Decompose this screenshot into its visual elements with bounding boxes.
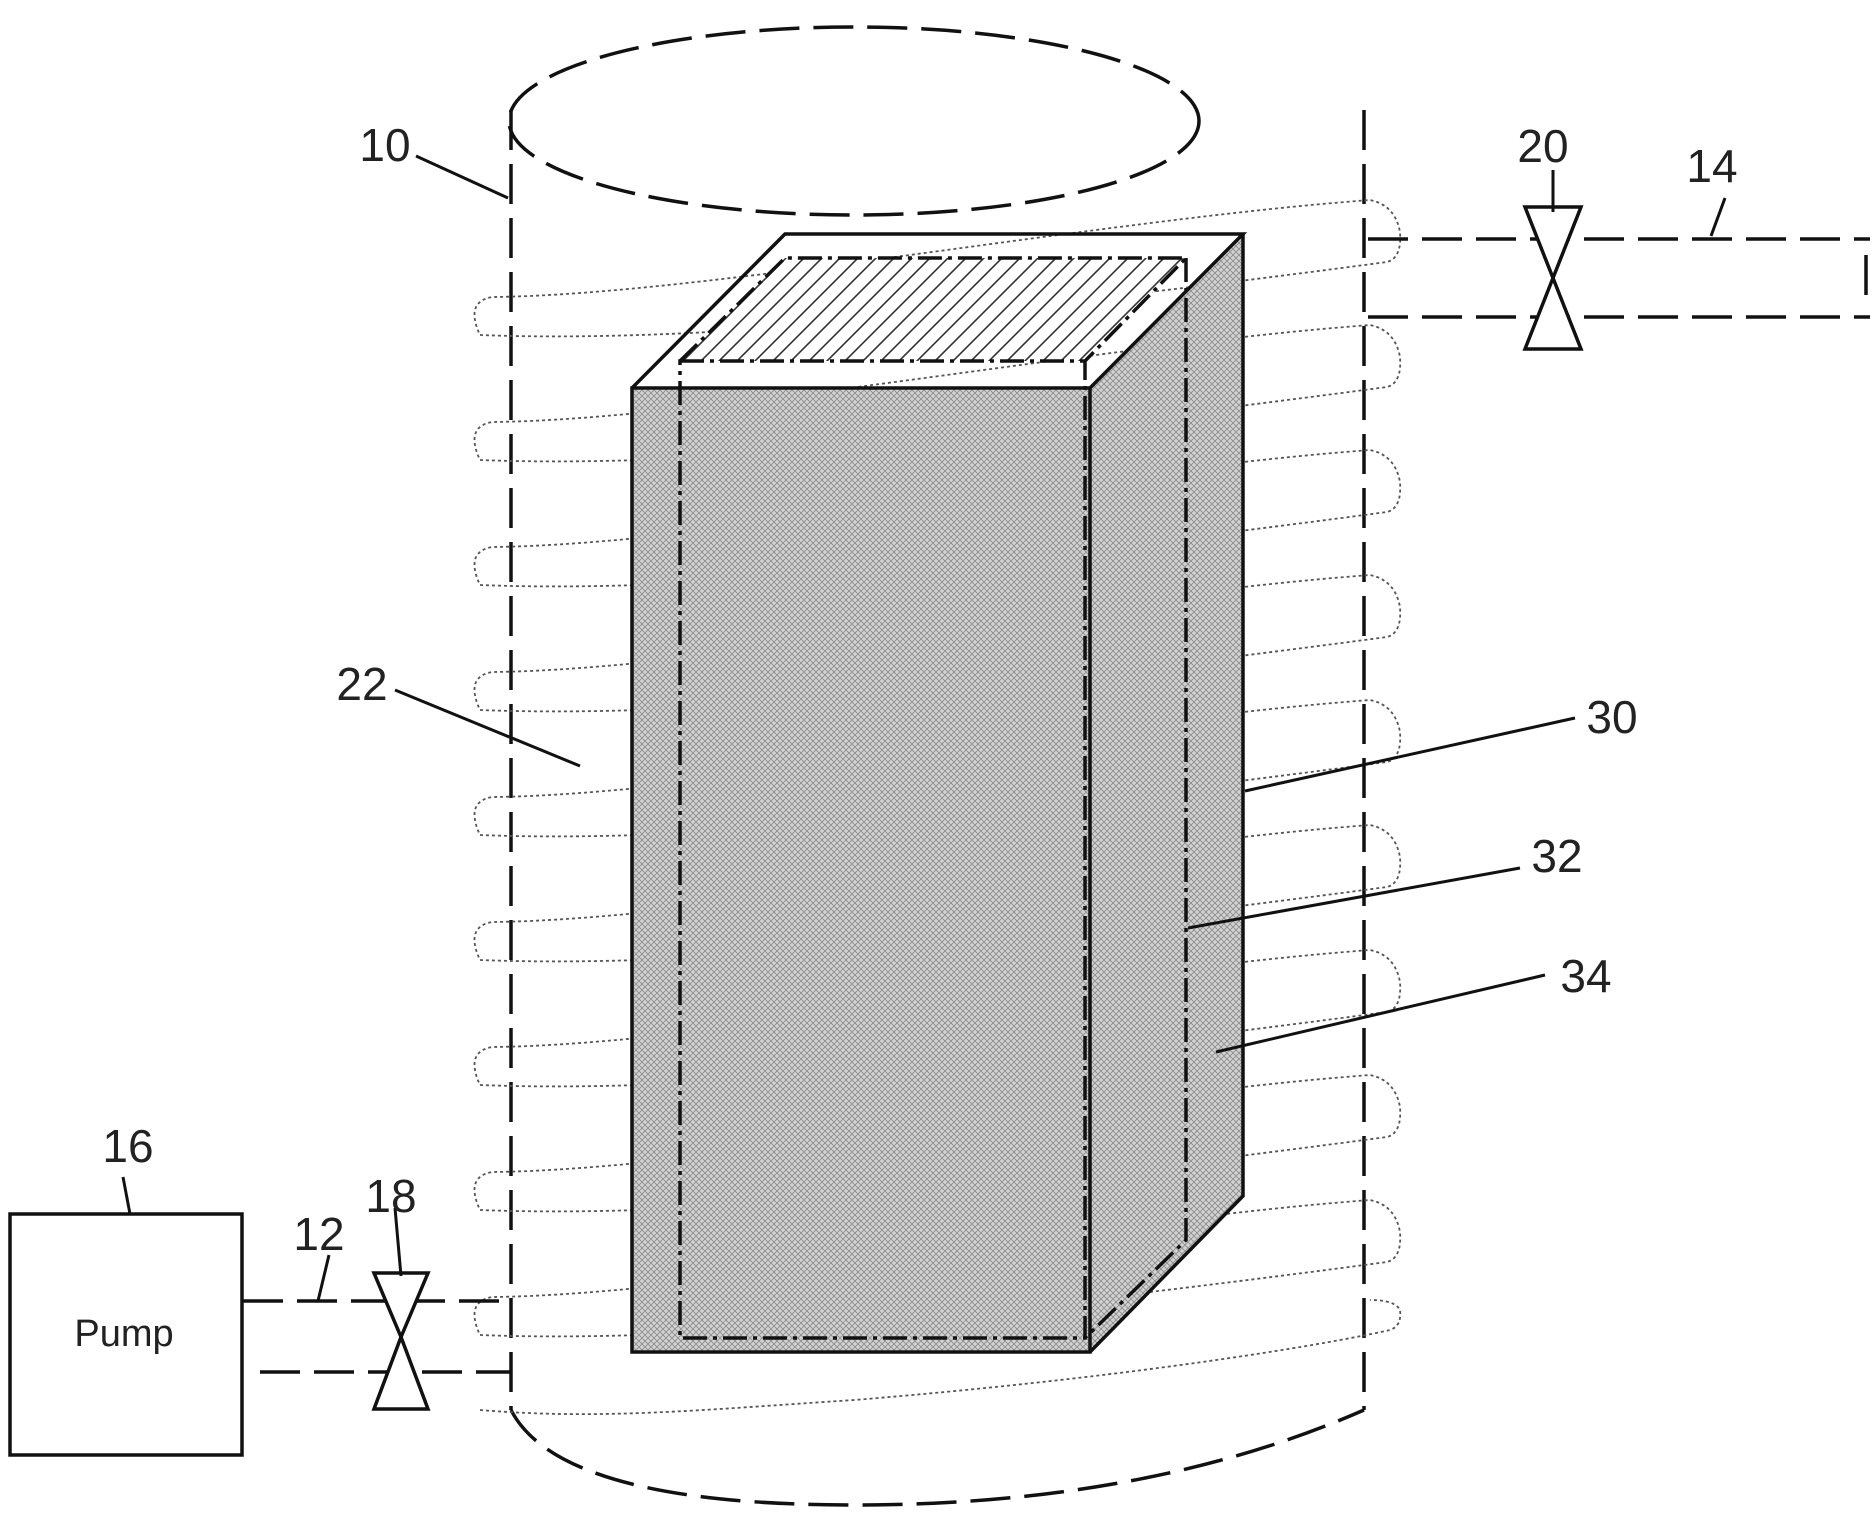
reference-numerals: 10 20 14 22 30 32 34 16 18 12 [102,119,1737,1260]
leader-10 [415,154,509,200]
label-20: 20 [1517,120,1568,172]
outlet-line [1368,237,1870,319]
leader-18 [393,1207,403,1277]
leader-16 [121,1176,132,1215]
label-32: 32 [1531,830,1582,882]
label-22: 22 [336,658,387,710]
label-12: 12 [293,1208,344,1260]
label-10: 10 [359,119,410,171]
container-top-edges [630,232,1248,390]
chamber-top-ellipse [507,25,1201,217]
leader-22 [394,688,581,768]
inner-liner [678,256,1191,1340]
packing-material-front [632,388,1090,1352]
heating-coil [473,199,1402,1416]
container [630,232,1248,1354]
packing-material-top [680,258,1186,361]
leader-12 [316,1254,331,1302]
label-18: 18 [365,1170,416,1222]
label-16: 16 [102,1120,153,1172]
inlet-valve [371,1271,431,1411]
chamber-bottom-arc [509,1408,1365,1507]
packing-material-side [1090,234,1243,1352]
leader-34 [1215,973,1546,1054]
outlet-valve [1522,205,1584,351]
leader-14 [1709,197,1727,237]
leader-30 [1244,716,1576,793]
leader-lines [121,154,1727,1302]
label-30: 30 [1586,691,1637,743]
pump-box: Pump [8,1212,244,1457]
container-side-edges [1088,234,1245,1354]
leader-32 [1187,866,1521,930]
chamber-cylinder [507,25,1366,1507]
label-14: 14 [1686,140,1737,192]
label-34: 34 [1560,950,1611,1002]
inlet-line [243,1299,511,1374]
pump-label: Pump [74,1313,173,1355]
